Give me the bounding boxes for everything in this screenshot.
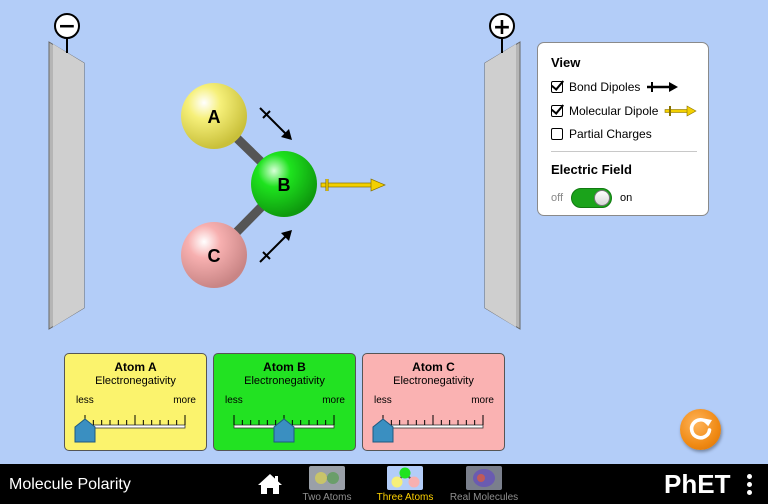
phet-menu-icon[interactable] xyxy=(746,474,754,498)
slider-thumb[interactable] xyxy=(372,418,394,443)
tab-three-atoms-label: Three Atoms xyxy=(376,492,434,503)
bond-dipole-arrow-cb xyxy=(259,230,292,263)
reset-icon xyxy=(689,417,712,440)
bond-dipole-legend-icon xyxy=(647,82,679,92)
two-atoms-thumbnail-icon xyxy=(309,466,345,490)
atom-a-panel-subtitle: Electronegativity xyxy=(95,375,176,387)
tab-two-atoms-label: Two Atoms xyxy=(302,492,352,503)
negative-terminal-icon xyxy=(54,13,80,39)
home-icon xyxy=(258,474,282,494)
electric-field-title: Electric Field xyxy=(551,162,632,177)
atom-b-more-label: more xyxy=(322,395,345,406)
slider-thumb[interactable] xyxy=(273,418,295,443)
atom-c-label: C xyxy=(208,246,221,266)
positive-terminal-icon xyxy=(489,13,515,39)
stage-drawing: − + A B C xyxy=(48,13,521,330)
atom-b-panel-subtitle: Electronegativity xyxy=(244,375,325,387)
atom-a-less-label: less xyxy=(76,395,94,406)
negative-sign: − xyxy=(58,14,76,39)
atom-a[interactable]: A xyxy=(181,83,247,149)
atom-c-panel-subtitle: Electronegativity xyxy=(393,375,474,387)
navigation-bar: Molecule Polarity Two Atoms Three Atoms xyxy=(0,464,768,504)
view-title: View xyxy=(551,55,581,70)
atom-b-electronegativity-panel: Atom B Electronegativity less more xyxy=(213,353,356,451)
real-molecules-thumbnail-icon xyxy=(466,466,502,490)
tab-real-molecules[interactable]: Real Molecules xyxy=(447,464,521,504)
atom-a-electronegativity-slider[interactable] xyxy=(65,354,208,452)
three-atoms-thumbnail-icon xyxy=(387,466,423,490)
molecular-dipole-legend-icon xyxy=(665,105,697,117)
play-area: − + A B C xyxy=(0,0,768,464)
view-panel: View Bond Dipoles Molecular Dipole Parti… xyxy=(537,42,709,216)
atom-a-more-label: more xyxy=(173,395,196,406)
atom-a-electronegativity-panel: Atom A Electronegativity less more xyxy=(64,353,207,451)
phet-logo[interactable]: PhET xyxy=(664,469,731,499)
sim-title: Molecule Polarity xyxy=(9,476,131,493)
atom-b[interactable]: B xyxy=(251,151,317,217)
atom-a-label: A xyxy=(208,107,221,127)
atom-b-less-label: less xyxy=(225,395,243,406)
molecular-dipole-arrow xyxy=(320,178,386,192)
molecular-dipole-checkbox[interactable] xyxy=(551,105,563,117)
negative-plate: − xyxy=(48,13,85,330)
molecular-dipole-checkbox-row[interactable]: Molecular Dipole xyxy=(551,103,697,119)
partial-charges-checkbox[interactable] xyxy=(551,128,563,140)
atom-b-label: B xyxy=(278,175,291,195)
partial-charges-checkbox-row[interactable]: Partial Charges xyxy=(551,126,652,142)
positive-sign: + xyxy=(493,15,511,40)
tab-two-atoms[interactable]: Two Atoms xyxy=(302,464,352,504)
atom-b-electronegativity-slider[interactable] xyxy=(214,354,357,452)
electric-field-on-label: on xyxy=(620,192,633,204)
bond-dipoles-label: Bond Dipoles xyxy=(569,80,641,94)
atom-c-electronegativity-panel: Atom C Electronegativity less more xyxy=(362,353,505,451)
positive-plate: + xyxy=(484,13,521,330)
reset-all-button[interactable] xyxy=(680,409,721,450)
atom-c-less-label: less xyxy=(374,395,392,406)
atom-c[interactable]: C xyxy=(181,222,247,288)
molecular-dipole-label: Molecular Dipole xyxy=(569,104,659,118)
electric-field-off-label: off xyxy=(551,192,564,204)
bond-dipole-arrow-ab xyxy=(259,107,292,140)
slider-thumb[interactable] xyxy=(74,418,96,443)
bond-dipoles-checkbox[interactable] xyxy=(551,81,563,93)
atom-c-electronegativity-slider[interactable] xyxy=(363,354,506,452)
home-button[interactable] xyxy=(257,473,283,500)
atom-b-panel-title: Atom B xyxy=(263,360,306,374)
atom-a-panel-title: Atom A xyxy=(114,360,157,374)
atom-c-more-label: more xyxy=(471,395,494,406)
tab-three-atoms[interactable]: Three Atoms xyxy=(374,464,436,504)
toggle-knob[interactable] xyxy=(594,190,610,206)
panel-divider xyxy=(551,151,697,152)
atom-c-panel-title: Atom C xyxy=(412,360,455,374)
tab-real-molecules-label: Real Molecules xyxy=(449,492,519,503)
electric-field-toggle[interactable] xyxy=(571,188,612,208)
partial-charges-label: Partial Charges xyxy=(569,127,652,141)
bond-dipoles-checkbox-row[interactable]: Bond Dipoles xyxy=(551,79,679,95)
